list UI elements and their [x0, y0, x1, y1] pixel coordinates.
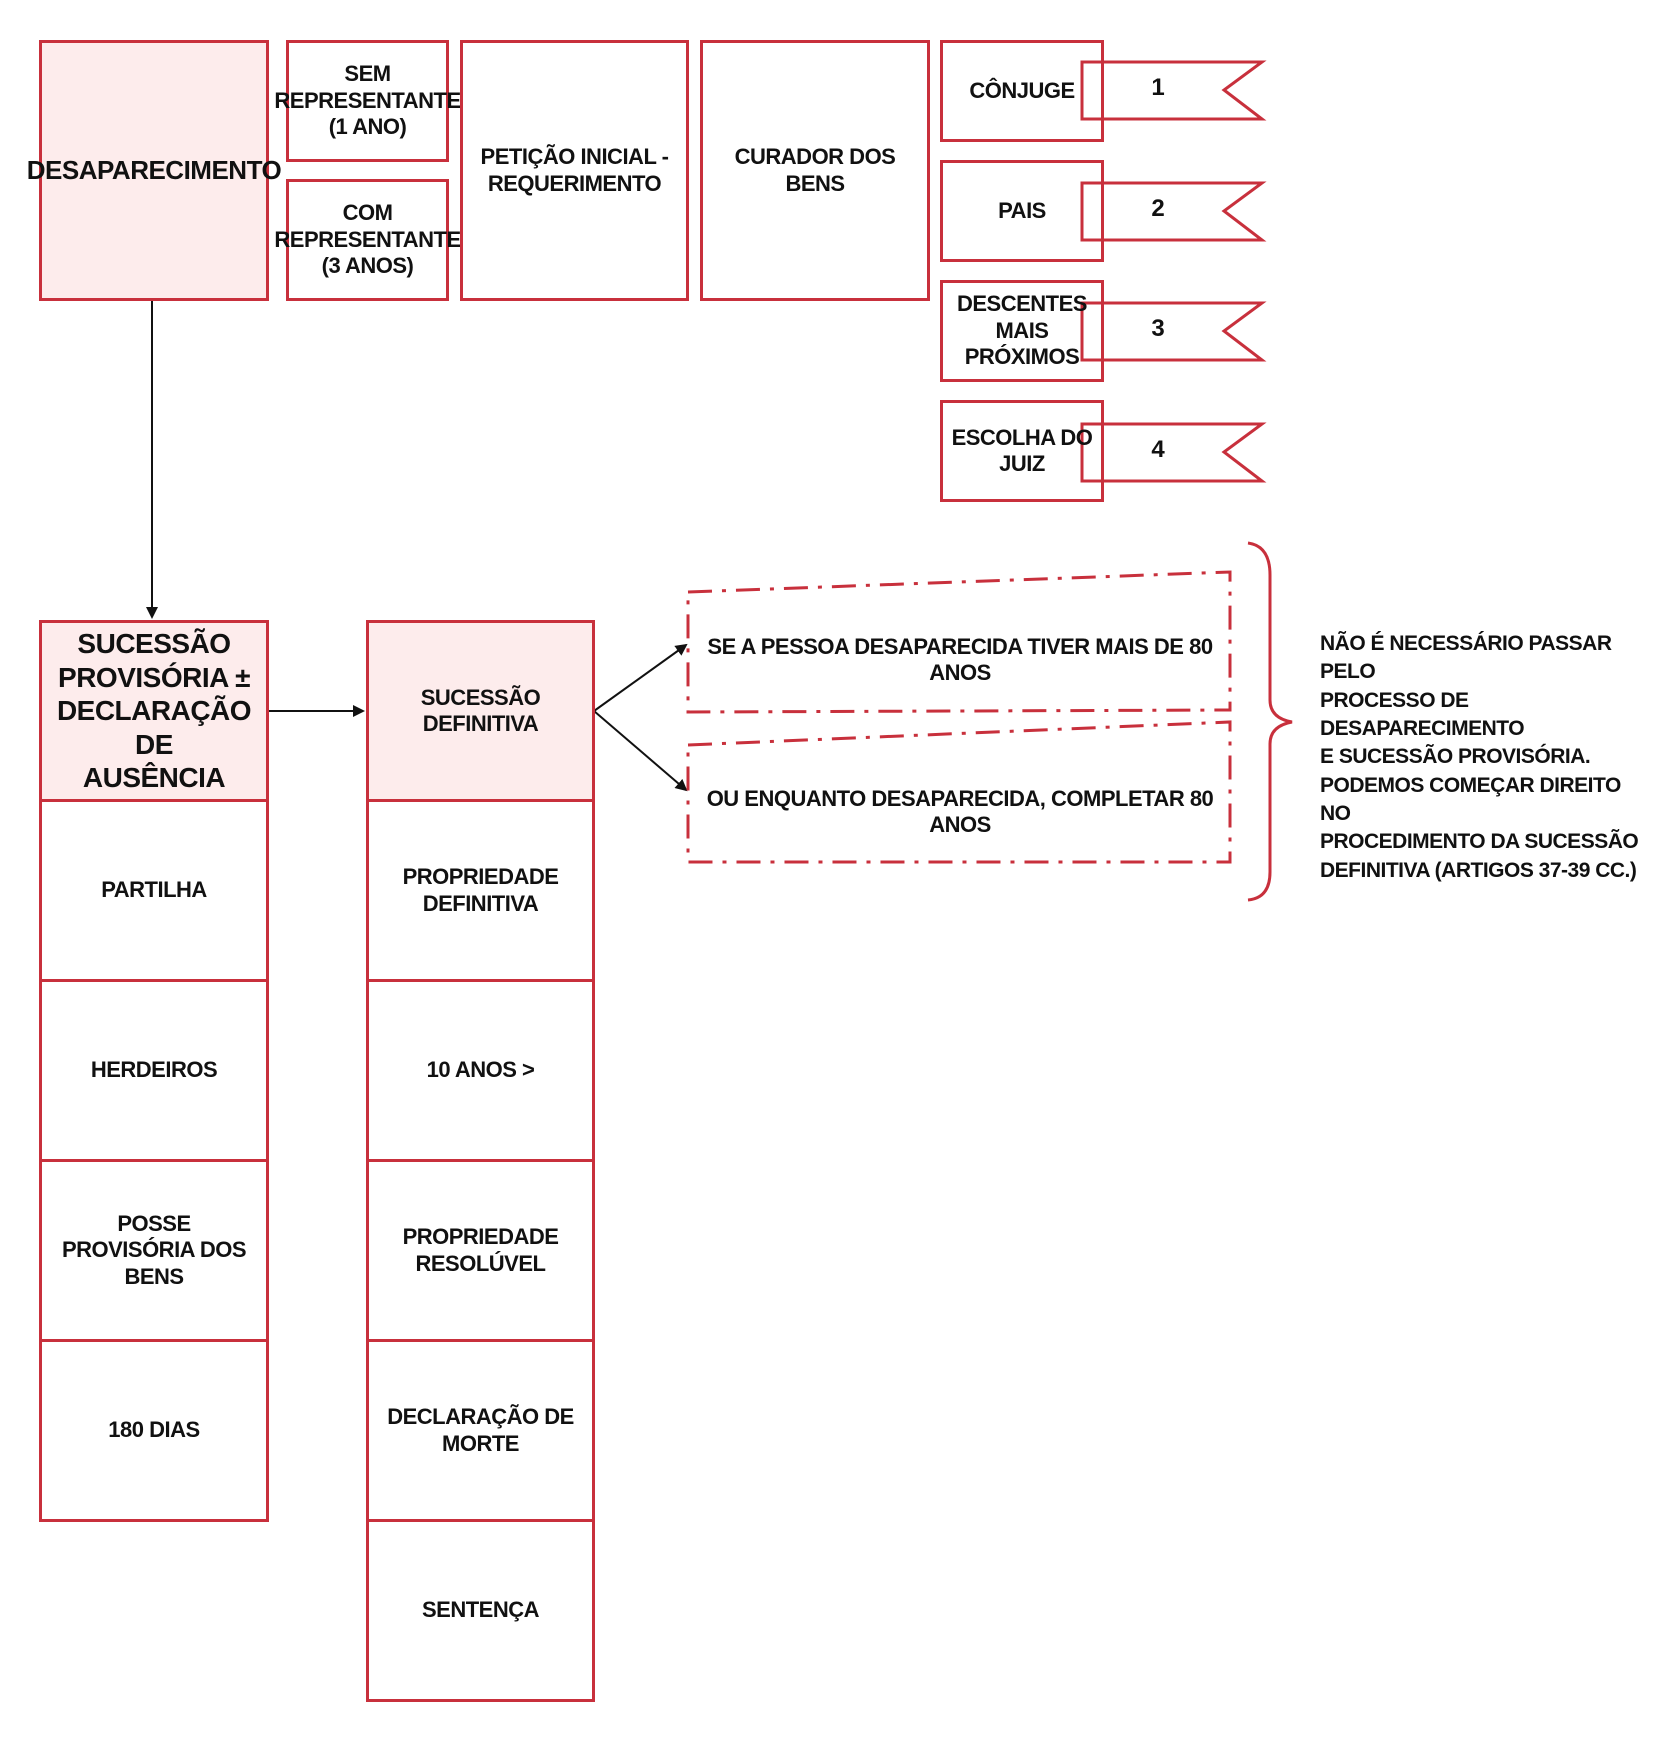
com-representante-box: COM REPRESENTANTE (3 ANOS) [274, 179, 461, 301]
curator-order-pais: PAIS [940, 160, 1104, 262]
provisoria-item-herdeiros: HERDEIROS [39, 979, 269, 1162]
definitiva-item-sentenca: SENTENÇA [366, 1519, 595, 1702]
sem-representante-box: SEM REPRESENTANTE (1 ANO) [274, 40, 461, 162]
definitiva-item-declaracao-morte: DECLARAÇÃO DE MORTE [366, 1339, 595, 1522]
definitiva-item-10-anos: 10 ANOS > [366, 979, 595, 1162]
curator-order-conjuge: CÔNJUGE [940, 40, 1104, 142]
curador-dos-bens-box: CURADOR DOS BENS [700, 40, 930, 301]
peticao-inicial-box: PETIÇÃO INICIAL - REQUERIMENTO [460, 40, 689, 301]
arrow-definitiva-to-condition-2 [593, 710, 688, 792]
flag-ribbons [1080, 60, 1267, 483]
provisoria-item-180-dias: 180 DIAS [39, 1339, 269, 1522]
flag-rank-3: 3 [1151, 315, 1165, 342]
flag-rank-2: 2 [1151, 195, 1165, 222]
flag-rank-4: 4 [1151, 436, 1165, 463]
condition-text-2: OU ENQUANTO DESAPARECIDA, COMPLETAR 80 A… [706, 786, 1214, 837]
flag-shape-1 [1080, 60, 1267, 121]
condition-frame-1 [686, 570, 1232, 714]
side-note: NÃO É NECESSÁRIO PASSAR PELO PROCESSO DE… [1320, 632, 1639, 882]
arrow-definitiva-to-condition-1 [593, 643, 688, 712]
condition-text-1: SE A PESSOA DESAPARECIDA TIVER MAIS DE 8… [707, 634, 1213, 685]
sucessao-definitiva-header: SUCESSÃO DEFINITIVA [366, 620, 595, 802]
definitiva-item-propriedade-resoluvel: PROPRIEDADE RESOLÚVEL [366, 1159, 595, 1342]
flag-shape-2 [1080, 181, 1267, 242]
provisoria-item-partilha: PARTILHA [39, 799, 269, 982]
curator-order-escolha-juiz: ESCOLHA DO JUIZ [940, 400, 1104, 502]
sucessao-provisoria-header: SUCESSÃO PROVISÓRIA ± DECLARAÇÃO DE AUSÊ… [39, 620, 269, 802]
flag-rank-1: 1 [1151, 74, 1165, 101]
flag-shape-4 [1080, 422, 1267, 483]
curator-order-descendentes: DESCENTES MAIS PRÓXIMOS [940, 280, 1104, 382]
definitiva-item-propriedade-definitiva: PROPRIEDADE DEFINITIVA [366, 799, 595, 982]
curly-brace [1247, 541, 1293, 902]
condition-frame-2 [686, 720, 1232, 864]
desaparecimento-box: DESAPARECIMENTO [27, 40, 282, 301]
flag-shape-3 [1080, 301, 1267, 362]
provisoria-item-posse: POSSE PROVISÓRIA DOS BENS [39, 1159, 269, 1342]
